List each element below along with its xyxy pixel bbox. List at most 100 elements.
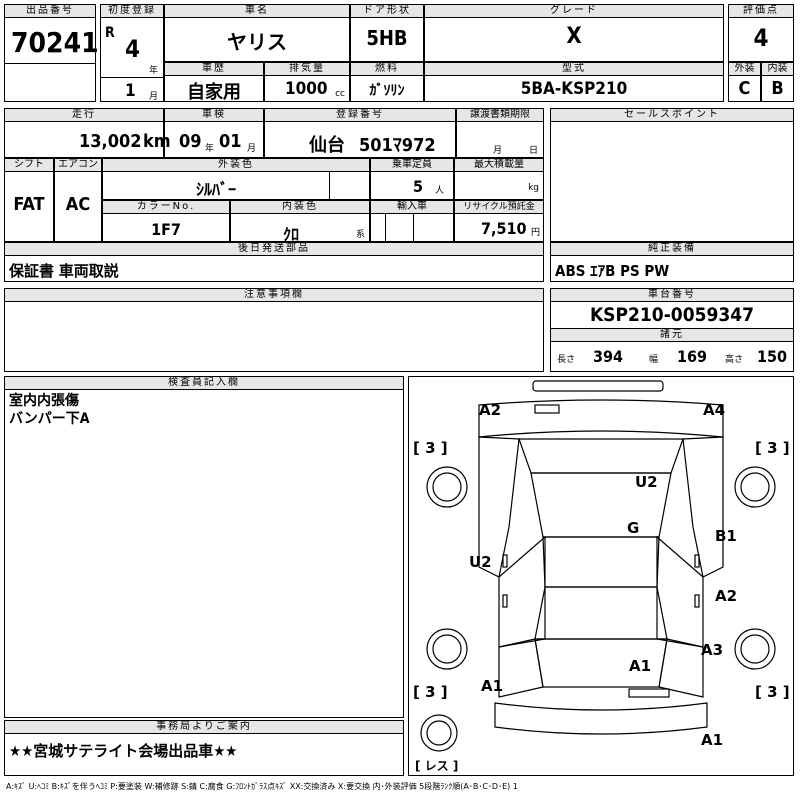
transfer-month-unit: 月 [493, 146, 503, 156]
transfer-day-unit: 日 [529, 146, 539, 156]
height: 150 [757, 347, 788, 366]
tire-front-left-value: 3 [425, 439, 436, 457]
office-box: 事務局よりご案内 ★★宮城サテライト会場出品車★★ [4, 720, 404, 776]
left-front-fender [478, 436, 520, 578]
inspector-box: 検査員記入欄 室内内張傷 バンパー下A [4, 376, 404, 718]
windshield-outline [518, 438, 684, 474]
recycle-label: リサイクル預託金 [455, 201, 543, 214]
car-diagram [420, 380, 776, 752]
office-label: 事務局よりご案内 [5, 721, 403, 734]
spare-bracket: [ レス ] [415, 759, 459, 773]
displacement-unit: cc [335, 89, 345, 99]
capacity-box: 乗車定員 5 人 [370, 158, 454, 200]
inspector-line-1: 室内内張傷 [9, 393, 79, 409]
model-box: 型式 5BA-KSP210 [424, 62, 724, 102]
int-color-unit: 系 [355, 230, 365, 240]
load-label: 最大積載量 [455, 159, 543, 172]
code-front-left: A2 [479, 401, 502, 419]
interior-box: 内装 B [761, 62, 794, 102]
model: 5BA-KSP210 [520, 79, 628, 99]
code-rear-center: A1 [629, 657, 652, 675]
later-parts-box: 後日発送部品 保証書 車両取説 [4, 242, 544, 282]
fuel-box: 燃料 ｶﾞｿﾘﾝ [350, 62, 424, 102]
load-box: 最大積載量 kg [454, 158, 544, 200]
era: R [105, 25, 115, 41]
tire-fl-bracket: [ 3 ] [413, 439, 448, 457]
car-name-label: 車名 [165, 5, 349, 18]
code-bottom-right: A1 [701, 731, 724, 749]
tire-rear-right-value: 3 [767, 683, 778, 701]
capacity-unit: 人 [435, 186, 445, 196]
code-roof: U2 [635, 473, 658, 491]
code-right-rear-door: A2 [715, 587, 738, 605]
width-label: 幅 [649, 355, 659, 365]
first-reg-box: 初度登録 R 4 年 1 月 [100, 4, 164, 102]
plate-area: 仙台 [309, 135, 345, 156]
car-diagram-box: [ 3 ] [ 3 ] [ 3 ] [ 3 ] [ レス ] A2 A4 U2 … [408, 376, 794, 776]
int-color: ｸﾛ [283, 225, 300, 244]
first-reg-year: 4 [125, 35, 141, 63]
equipment-box: 純正装備 ABS ｴｱB PS PW [550, 242, 794, 282]
mileage-box: 走行 13,002 km [4, 108, 171, 158]
ac: AC [65, 194, 91, 215]
door-box: ドア形状 5HB [350, 4, 424, 62]
interior-grade: B [771, 78, 784, 99]
left-rear-panel [498, 638, 544, 698]
car-name-box: 車名 ヤリス [164, 4, 350, 62]
length-label: 長さ [557, 355, 576, 365]
chassis-number: KSP210-0059347 [551, 302, 793, 329]
ac-label: エアコン [55, 159, 101, 172]
code-left-door: U2 [469, 553, 492, 571]
rear-bumper-outline [494, 702, 708, 735]
length: 394 [593, 347, 624, 366]
insp-year-unit: 年 [205, 144, 215, 154]
capacity: 5 [413, 177, 424, 196]
month-unit: 月 [149, 92, 159, 102]
top-bumper [532, 380, 664, 392]
plate-label: 登録番号 [265, 109, 455, 122]
door-type: 5HB [366, 26, 408, 50]
shift-label: シフト [5, 159, 53, 172]
code-right-front-door: B1 [715, 527, 737, 545]
lot-box: 出品番号 70241 [4, 4, 99, 102]
first-reg-month: 1 [125, 81, 136, 101]
exterior-grade: C [738, 78, 751, 99]
tire-front-left [426, 466, 468, 508]
import-box: 輸入車 [370, 200, 454, 242]
year-unit: 年 [149, 66, 159, 76]
door-label: ドア形状 [351, 5, 423, 18]
tire-rear-left-value: 3 [425, 683, 436, 701]
model-label: 型式 [425, 63, 723, 76]
transfer-label: 譲渡書類期限 [457, 109, 543, 122]
ac-box: エアコン AC [54, 158, 102, 242]
damage-code-legend: A:ｷｽﾞ U:ﾍｺﾐ B:ｷｽﾞを伴うﾍｺﾐ P:要塗装 W:補修跡 S:錆 … [6, 782, 518, 791]
tire-rear-left [426, 628, 468, 670]
grade-box: グレード X [424, 4, 724, 62]
inspection-label: 車検 [165, 109, 263, 122]
inspection-box: 車検 09 年 01 月 [164, 108, 264, 158]
displacement-box: 排気量 1000 cc [264, 62, 350, 102]
history-box: 車歴 自家用 [164, 62, 264, 103]
color: ｼﾙﾊﾞｰ [195, 180, 236, 199]
color-no-label: カラーNo. [103, 201, 229, 214]
shift-box: シフト FAT [4, 158, 54, 242]
chassis-box: 車台番号 KSP210-0059347 諸元 長さ 394 幅 169 高さ 1… [550, 288, 794, 372]
plate-box: 登録番号 仙台 501ﾏ972 [264, 108, 456, 158]
exterior-box: 外装 C [728, 62, 761, 102]
lot-label: 出品番号 [5, 5, 95, 18]
inspection-year: 09 [179, 131, 202, 152]
office-note: ★★宮城サテライト会場出品車★★ [9, 742, 238, 760]
recycle-unit: 円 [530, 228, 540, 238]
first-reg-label: 初度登録 [101, 5, 163, 18]
recycle-box: リサイクル預託金 7,510 円 [454, 200, 544, 242]
spare-rest-label: レス [424, 759, 449, 773]
mileage: 13,002 [79, 131, 142, 152]
later-parts: 保証書 車両取説 [9, 262, 119, 280]
grade-label: グレード [425, 5, 723, 18]
front-bumper-outline [478, 399, 724, 438]
sales-point-box: セールスポイント [550, 108, 794, 242]
equipment: ABS ｴｱB PS PW [555, 262, 670, 280]
inspector-line-2: バンパー下A [9, 411, 90, 427]
tire-rear-right [734, 628, 776, 670]
right-rear-panel [658, 638, 704, 698]
